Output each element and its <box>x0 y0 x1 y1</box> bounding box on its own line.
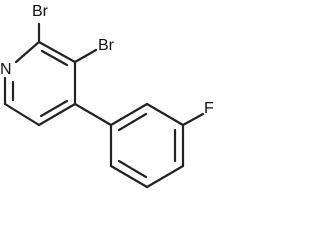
bond-c1prime-c2prime <box>109 102 149 127</box>
double-bond-c5prime-c6prime-inner <box>117 159 148 179</box>
chemical-structure-diagram: N Br Br F <box>0 3 214 189</box>
bond-c2-c3 <box>37 40 77 64</box>
bond-c5-c6 <box>3 102 41 127</box>
double-bond-c4-c5-inner <box>39 99 69 118</box>
bond-c3-br <box>73 48 98 64</box>
atom-label-f: F <box>204 100 214 117</box>
double-bond-c1prime-c2prime-inner <box>117 112 148 132</box>
atom-label-n1: N <box>0 61 12 78</box>
bond-c4prime-c5prime <box>145 164 185 189</box>
bond-c2prime-c3prime <box>145 102 185 127</box>
bond-c5prime-c6prime <box>109 164 149 189</box>
bond-n1-c2 <box>14 40 41 64</box>
bond-c4-c1prime <box>73 102 113 127</box>
bond-c3prime-f <box>181 112 205 127</box>
atom-label-br3: Br <box>98 37 115 54</box>
atom-label-br2: Br <box>32 3 49 20</box>
bond-c4-c5 <box>37 102 77 127</box>
double-bond-c2-c3-inner <box>40 49 69 67</box>
